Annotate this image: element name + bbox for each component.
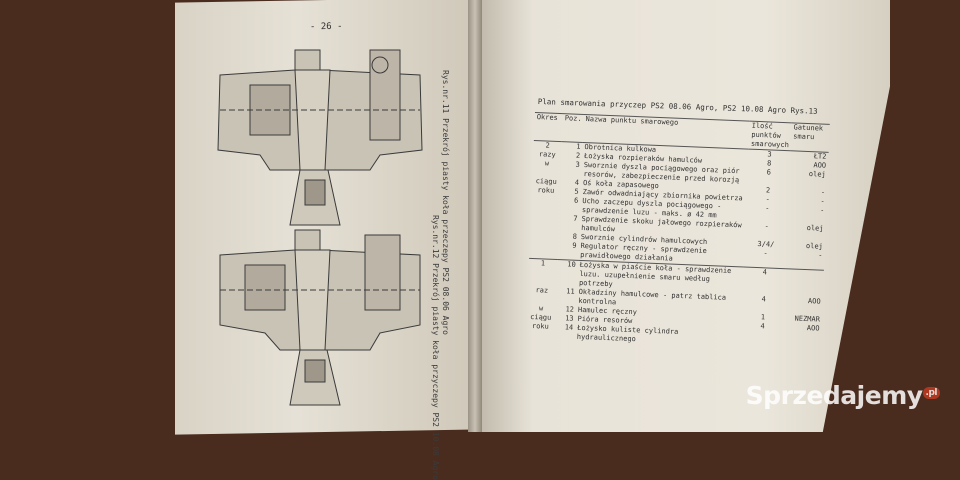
row-oil: olej	[808, 170, 826, 179]
row-oil: -	[819, 206, 825, 215]
period-label	[531, 195, 560, 214]
row-number: 6	[573, 196, 579, 205]
row-number: 10	[567, 260, 576, 269]
row-count: -	[763, 249, 768, 258]
row-number: 14	[564, 323, 574, 332]
period-label	[529, 240, 558, 260]
row-number: 7	[573, 214, 578, 223]
book-gutter	[468, 0, 482, 432]
header-pos: Poz.	[561, 113, 584, 143]
period-label: 1	[540, 259, 546, 268]
header-oil: Gatunek smaru	[790, 122, 830, 153]
row-oil	[783, 332, 822, 352]
row-count	[741, 330, 784, 350]
header-count: Ilość punktów smarowych	[748, 121, 792, 151]
figure-caption-11: Rys.nr.11 Przekrój piasty koła przeczepy…	[441, 70, 450, 335]
row-count: 4	[761, 295, 766, 304]
header-period: Okres	[533, 112, 563, 142]
row-number: 3	[575, 160, 580, 169]
period-label	[530, 213, 559, 232]
row-count: -	[765, 204, 770, 213]
period-label: w	[544, 159, 550, 168]
row-count: -	[764, 222, 769, 231]
hub-drawing-bottom	[219, 229, 421, 406]
row-oil	[785, 269, 824, 298]
figure-caption-12: Rys.nr.12 Przekrój piasty koła przyczepy…	[431, 215, 440, 480]
hub-drawing-top	[217, 49, 423, 226]
lubrication-table: Okres Poz. Nazwa punktu smarowego Ilość …	[526, 112, 830, 352]
row-number: 11	[566, 287, 575, 296]
row-oil: AOO	[807, 297, 821, 306]
page-number: - 26 -	[309, 21, 343, 33]
row-count: 6	[766, 168, 772, 177]
right-page	[470, 0, 890, 432]
row-count: 4	[762, 268, 768, 277]
photo-scene: - 26 - Rys.nr.11 Przekrój piasty koła pr…	[175, 0, 940, 480]
row-number: 9	[572, 241, 577, 250]
watermark-logo: Sprzedajemy.pl	[746, 381, 940, 410]
row-oil: -	[818, 251, 823, 260]
row-oil: olej	[806, 224, 824, 233]
period-label: raz	[535, 286, 549, 295]
period-label: roku	[531, 322, 549, 331]
